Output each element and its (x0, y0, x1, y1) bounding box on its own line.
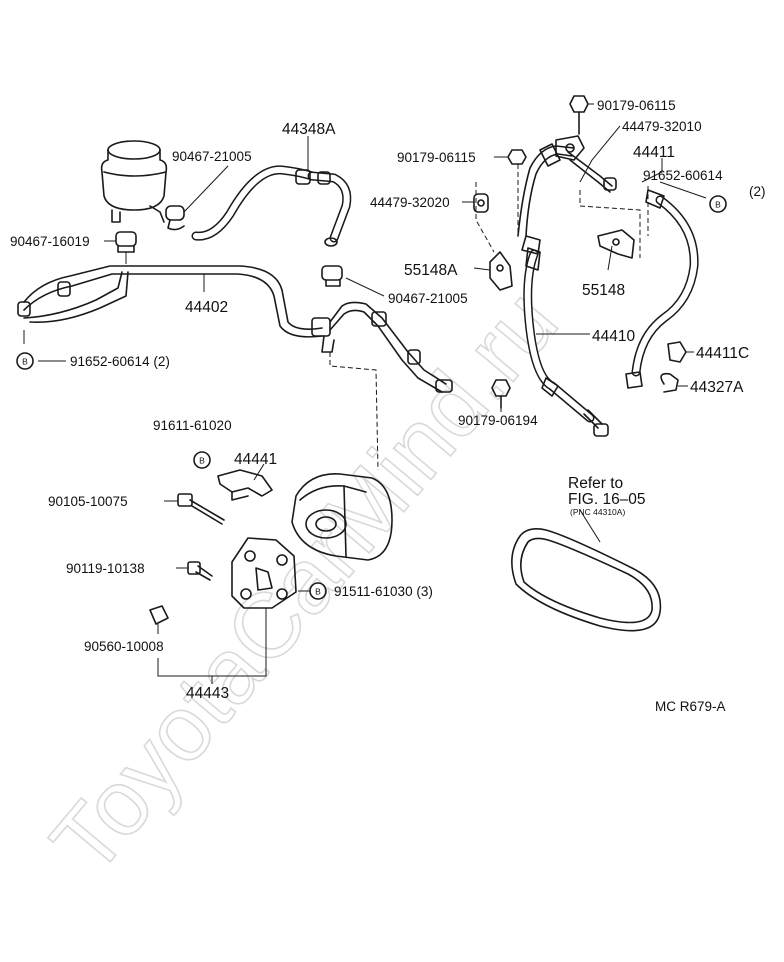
badge-letter: B (315, 587, 321, 597)
hose-clamp-90467-21005-top[interactable] (165, 205, 185, 231)
bolt-90119-10138[interactable] (187, 561, 213, 581)
label-91511-61030: 91511-61030 (3) (334, 584, 433, 599)
label-55148: 55148 (582, 282, 625, 299)
leader-lines (23, 103, 707, 684)
label-44479-32020: 44479-32020 (370, 195, 450, 210)
return-tube-upper[interactable] (517, 143, 617, 255)
label-44410: 44410 (592, 328, 635, 345)
bracket-55148[interactable] (597, 229, 635, 259)
label-90179-06194: 90179-06194 (458, 413, 538, 428)
badge-91511-61030: B (309, 582, 327, 600)
label-55148A: 55148A (404, 262, 458, 279)
clamp-44479-32010[interactable] (555, 135, 585, 161)
label-90467-16019: 90467-16019 (10, 234, 90, 249)
bracket-44441[interactable] (217, 469, 273, 501)
label-90105-10075: 90105-10075 (48, 494, 128, 509)
pressure-hose-44410[interactable] (523, 247, 609, 437)
label-44402: 44402 (185, 299, 228, 316)
badge-91652-60614-right: B (709, 195, 727, 213)
reference-line-3: (PNC 44310A) (570, 507, 625, 517)
clamp-44479-32020[interactable] (473, 193, 489, 213)
label-91611-61020: 91611-61020 (153, 418, 232, 433)
bracket-55148A[interactable] (489, 251, 513, 291)
clip-44327A[interactable] (660, 372, 679, 393)
nut-90179-06115-top[interactable] (569, 95, 589, 135)
return-hose-44348A[interactable] (191, 165, 352, 247)
label-90179-06115-top: 90179-06115 (597, 98, 676, 113)
label-90560-10008: 90560-10008 (84, 639, 164, 654)
label-44411C: 44411C (696, 345, 749, 362)
reservoir-tank[interactable] (100, 140, 168, 223)
label-44348A: 44348A (282, 121, 336, 138)
badge-letter: B (22, 357, 28, 367)
label-44441: 44441 (234, 451, 277, 468)
badge-letter: B (199, 456, 205, 466)
hose-44411[interactable] (625, 189, 699, 389)
badge-letter: B (715, 200, 721, 210)
dashed-guide-right-2 (475, 182, 495, 253)
pressure-tube-44402[interactable] (17, 265, 335, 353)
v-belt[interactable] (511, 528, 662, 632)
dashed-guide-right-3 (579, 190, 641, 258)
fitting-44411C[interactable] (667, 341, 687, 363)
collar-90560-10008[interactable] (149, 605, 169, 625)
pressure-line-to-gear[interactable] (329, 301, 453, 393)
label-90179-06115-left: 90179-06115 (397, 150, 476, 165)
nut-90179-06194[interactable] (491, 379, 511, 409)
label-44479-32010: 44479-32010 (622, 119, 702, 134)
label-90119-10138: 90119-10138 (66, 561, 145, 576)
badge-91611-61020: B (193, 451, 211, 469)
reference-line-2: FIG. 16–05 (568, 491, 646, 508)
figure-id: MC R679-A (655, 699, 726, 714)
bracket-44443[interactable] (231, 537, 297, 609)
reference-line-1: Refer to (568, 475, 623, 492)
badge-91652-60614-left: B (16, 352, 34, 370)
hose-clamp-90467-16019[interactable] (115, 231, 137, 253)
nut-90179-06115-left[interactable] (507, 149, 527, 165)
power-steering-pump[interactable] (291, 473, 393, 561)
label-44443: 44443 (186, 685, 229, 702)
hose-clamp-90467-21005-mid[interactable] (321, 265, 343, 287)
label-91652-60614-right-qty: (2) (749, 184, 766, 199)
label-91652-60614-right: 91652-60614 (643, 168, 723, 183)
label-91652-60614-left: 91652-60614 (2) (70, 354, 170, 369)
label-44411: 44411 (633, 144, 675, 161)
label-90467-21005-top: 90467-21005 (172, 149, 252, 164)
label-44327A: 44327A (690, 379, 744, 396)
bolt-90105-10075[interactable] (177, 493, 225, 525)
label-90467-21005-mid: 90467-21005 (388, 291, 468, 306)
